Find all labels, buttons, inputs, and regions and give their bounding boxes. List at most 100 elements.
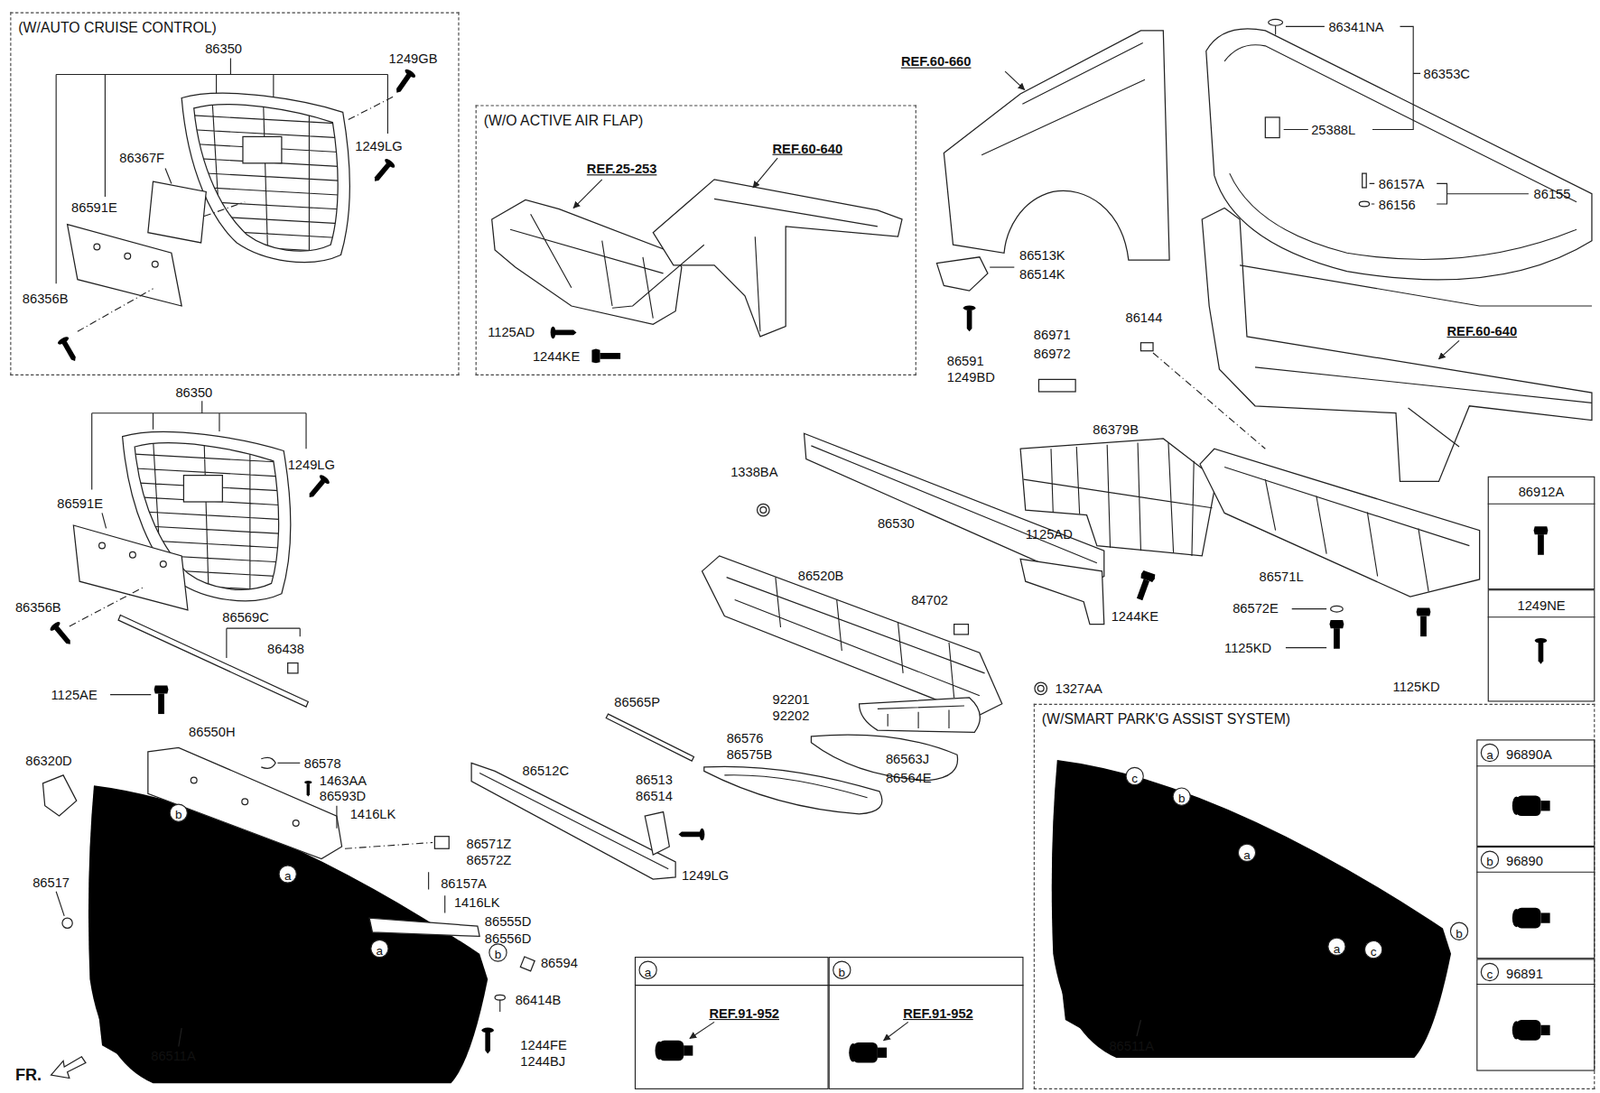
hood-insulator [1206,18,1592,280]
cruise-grille-assembly [55,57,417,364]
bumper-beam [760,507,767,514]
part-number: 86157A [1378,176,1425,193]
part-number: 1416LK [454,894,501,911]
sensor-bumper [634,503,1595,986]
part-number: 96891 [1506,966,1544,982]
part-number: 86565P [613,695,661,711]
lower-trim [51,697,981,1080]
bumper-beam [810,446,1097,564]
group-title: (W/SMART PARK'G ASSIST SYSTEM) [1041,711,1291,728]
hood-insulator [1362,173,1368,188]
front-fender [989,267,1014,269]
part-number: 86356B [22,290,69,307]
part-number: 96890A [1506,746,1553,763]
part-number: 86512C [522,762,569,779]
sensor-table-row: 96890A a [1476,739,1595,847]
front-fender [1004,71,1024,90]
part-number: 1463AA [319,773,367,790]
option-group-box: (W/O ACTIVE AIR FLAP) [475,104,917,375]
radiator-support [1153,353,1266,449]
bumper-assembly [369,918,480,937]
bumper-assembly [260,757,276,769]
part-number: 86514K [1019,266,1066,282]
carrier-assembly [510,213,664,318]
part-number: 86350 [204,40,242,56]
hood-insulator [1358,201,1369,207]
part-number: 1244KE [532,348,580,364]
front-fender [963,305,977,332]
circle-letter: a [1333,940,1341,958]
radiator-support [1140,343,1154,352]
sensor-bumper [634,503,1595,1063]
energy-absorber [1034,682,1048,696]
part-number: 1416LK [350,807,397,823]
radiator-support [1140,208,1592,483]
circle-letter: a [644,964,652,981]
molding [605,714,694,762]
part-number: 92202 [772,707,810,724]
energy-absorber [726,577,986,698]
part-number: 86513K [1019,248,1066,264]
cruise-grille-assembly [171,93,355,274]
part-number: 86591 [947,353,985,369]
part-number: 1249LG [681,868,729,884]
cruise-grille-assembly [77,288,154,332]
sensor-table-row: 96891c [1476,958,1595,1071]
front-arrow [51,1057,86,1080]
circle-letter: a [376,942,384,959]
carrier-assembly [591,348,621,363]
circle-letter: a [284,868,292,885]
energy-absorber [702,556,1048,717]
part-number: 86594 [540,956,578,972]
bumper-assembly [494,995,505,1001]
part-number: 86513 [635,772,673,788]
part-number: 86571Z [465,837,512,853]
circle-marker: b [169,804,188,823]
circle-letter: b [494,947,503,964]
reference-label: REF.25-253 [586,161,658,177]
carrier-assembly [753,158,778,188]
fog-lamp-bezel [704,766,883,815]
circle-marker: b [832,961,851,980]
under-cover [1330,605,1344,613]
front-grille-assembly [159,561,167,568]
circle-marker: a [1327,938,1346,957]
option-group-box: (W/SMART PARK'G ASSIST SYSTEM)cbaacb9689… [1033,704,1596,1090]
circle-letter: c [1370,943,1377,960]
circle-marker: b [1450,922,1469,941]
bumper-assembly [335,806,337,829]
part-number: 1125KD [1224,641,1272,657]
circle-marker: b [1172,787,1191,806]
sensor-bumper [1051,760,1452,1059]
active-air-flap [1133,570,1157,603]
bumper-assembly [344,842,433,849]
grille-bracket [67,224,183,307]
part-number: 86341NA [1328,18,1384,35]
front-grille-assembly [130,551,137,559]
part-number: 84702 [911,593,949,609]
carrier-assembly [550,326,577,340]
part-number: 86157A [440,876,487,893]
part-number: 25388L [1311,122,1356,139]
front-grille-assembly [288,663,298,674]
under-cover [1285,609,1327,649]
front-grille-assembly [110,694,151,696]
lower-trim [724,775,867,799]
front-indicator: FR. [15,1066,42,1085]
sensor-bumper [1136,1020,1142,1037]
carrier-assembly [612,198,878,332]
bracket [644,812,670,856]
active-air-flap [1038,379,1076,392]
hood-insulator [1265,117,1280,139]
part-number: 86514 [635,789,673,805]
cruise-grille-assembly [346,96,393,121]
part-number: 86569C [222,610,269,626]
front-grille-assembly [99,542,106,549]
carrier-assembly [492,200,682,326]
front-grille-assembly [102,512,107,529]
circle-letter: a [1486,746,1494,763]
bumper-assembly [499,1000,501,1014]
energy-absorber [954,624,969,635]
sensor-cover [148,181,206,243]
front-fender [936,257,988,291]
